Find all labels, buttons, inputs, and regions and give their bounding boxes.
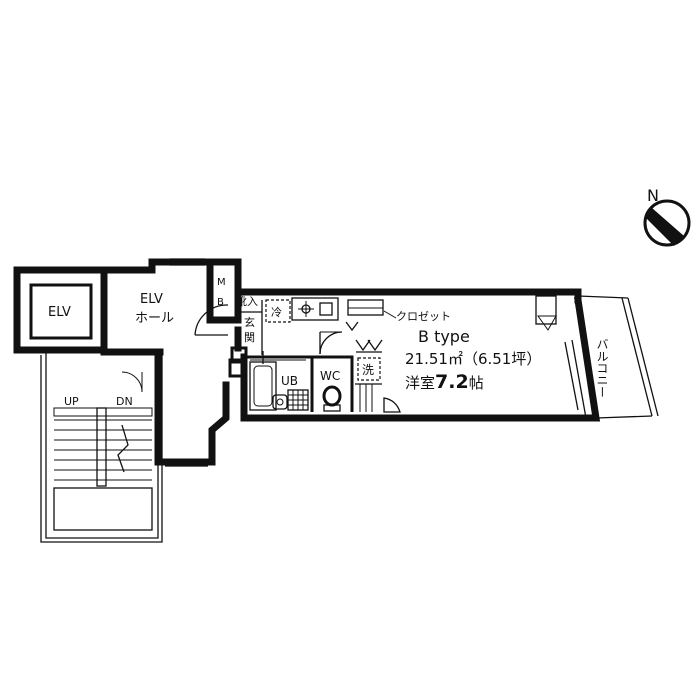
entrance: 靴入 玄 関 — [228, 294, 263, 378]
stair-landing-bottom — [53, 487, 153, 531]
meter-box-label-line1: M — [217, 277, 226, 288]
entrance-label-line2: 関 — [244, 331, 255, 344]
wc-label: WC — [320, 369, 340, 383]
meter-box-wall — [206, 258, 242, 324]
toilet-tank — [323, 404, 341, 412]
meter-box: M B — [206, 258, 242, 324]
elevator-outer-wall — [13, 266, 108, 354]
stair-center-divider — [96, 407, 107, 487]
unit-info: B type 21.51㎡（6.51坪） 洋室7.2帖 — [405, 327, 541, 393]
entrance-label-line1: 玄 — [244, 315, 255, 329]
hall-door-swing — [194, 304, 229, 336]
entrance-door-frame — [230, 346, 248, 364]
kitchen: 冷 — [265, 297, 359, 332]
elevator-shaft: ELV — [13, 266, 108, 354]
hall-corridor-wall — [208, 381, 230, 466]
bathtub — [249, 361, 277, 411]
hall-west-wall — [154, 348, 216, 466]
balcony: バルコニー — [577, 295, 659, 419]
toilet-bowl-icon — [322, 385, 342, 407]
hall-label-line2: ホール — [135, 311, 174, 326]
stair-break-line — [117, 424, 129, 473]
washroom: 洗 — [355, 339, 401, 413]
hall-north-wall — [100, 258, 214, 274]
fridge-label: 冷 — [271, 306, 282, 319]
balcony-rail — [627, 297, 659, 417]
bathroom-zone: UB WC — [244, 331, 354, 412]
room-name: 洋室 — [405, 374, 435, 392]
stair-down-label: DN — [116, 395, 133, 408]
closet-leader-line — [383, 310, 397, 319]
stairwell: UP DN — [40, 348, 164, 543]
shoe-storage-label: 靴入 — [236, 294, 258, 308]
elevator-hall: ELV ホール — [100, 258, 230, 467]
stair-up-label: UP — [64, 395, 79, 408]
washer-label: 洗 — [362, 363, 374, 377]
range-hood-icon — [345, 321, 359, 332]
kitchen-counter — [291, 297, 339, 321]
compass-needle-icon — [646, 208, 684, 246]
unit-type-name: B type — [418, 327, 470, 346]
compass-north-label: N — [647, 186, 659, 205]
unit-bath-sink-icon — [272, 394, 288, 410]
stair-landing-top — [53, 407, 153, 417]
fridge-space — [265, 299, 291, 323]
balcony-label: バルコニー — [595, 338, 609, 398]
elevator-label: ELV — [48, 305, 71, 320]
unit-east-window — [571, 339, 587, 419]
sink-icon — [319, 302, 333, 316]
unit-bath-label: UB — [281, 374, 298, 388]
closet: クロゼット — [347, 299, 451, 323]
room-size-unit: 帖 — [469, 374, 484, 392]
unit-b — [234, 288, 601, 422]
stair-outer-wall — [45, 352, 159, 539]
elevator-car — [29, 283, 93, 340]
closet-label: クロゼット — [396, 310, 451, 323]
unit-pillar — [535, 295, 557, 325]
meter-box-label-line2: B — [217, 297, 224, 308]
balcony-bottom-edge — [595, 415, 653, 419]
stair-door-swing — [121, 371, 143, 393]
washbasin-icon — [383, 397, 401, 413]
room-size: 7.2 — [435, 371, 469, 393]
compass-circle — [643, 199, 691, 247]
bathtub-inner — [253, 365, 273, 407]
unit-area: 21.51㎡（6.51坪） — [405, 350, 541, 368]
compass: N — [643, 186, 691, 247]
hall-label-line1: ELV — [140, 292, 163, 307]
wc-door-swing — [319, 331, 343, 355]
washer-space — [357, 357, 381, 381]
unit-north-wall — [234, 288, 582, 304]
washroom-mirror-icon — [355, 339, 371, 352]
unit-south-wall — [240, 296, 601, 422]
wc-wall — [312, 355, 354, 412]
balcony-top-edge — [577, 295, 629, 299]
room-description: 洋室7.2帖 — [405, 371, 484, 393]
